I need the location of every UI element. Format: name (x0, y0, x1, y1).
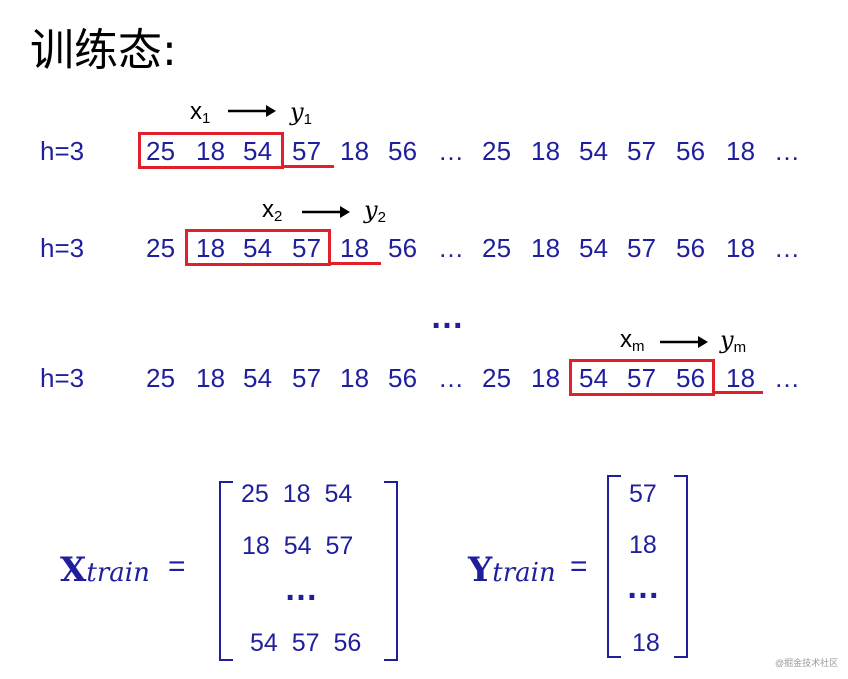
h-label-row2: h=3 (40, 233, 85, 263)
seq-token: 25 (482, 136, 512, 166)
arrow-right-icon (302, 206, 350, 218)
y-matrix-ellipsis: … (626, 568, 664, 606)
seq-token: 54 (243, 363, 273, 393)
seq-token: 18 (531, 233, 561, 263)
h-label-row1: h=3 (40, 136, 85, 166)
target-underline-1 (284, 165, 334, 168)
seq-token: 25 (482, 233, 512, 263)
seq-token: 18 (531, 363, 561, 393)
arrow-right-icon (228, 105, 276, 117)
seq-token: 57 (292, 233, 322, 263)
seq-token: … (774, 233, 801, 263)
x-train-equals: = (168, 550, 186, 583)
seq-token: 25 (146, 363, 176, 393)
y-matrix-left-bracket (607, 475, 621, 658)
ym-label: ym (720, 326, 747, 356)
y2-label: y2 (364, 196, 386, 226)
seq-token: … (438, 363, 465, 393)
seq-token: 25 (146, 136, 176, 166)
seq-token: 18 (726, 136, 756, 166)
seq-token: 18 (340, 233, 370, 263)
input-window-box-m (569, 359, 715, 396)
seq-token: … (774, 136, 801, 166)
seq-token: 18 (726, 233, 756, 263)
seq-token: 57 (627, 233, 657, 263)
input-window-box-2 (185, 229, 331, 266)
seq-token: 57 (292, 363, 322, 393)
arrow-right-icon (660, 336, 708, 348)
seq-token: 54 (579, 363, 609, 393)
target-underline-m (715, 391, 763, 394)
y-train-equals: = (570, 550, 588, 583)
target-underline-2 (331, 262, 381, 265)
seq-token: 56 (388, 136, 418, 166)
y-matrix-row: 18 (632, 629, 660, 657)
seq-token: 56 (676, 233, 706, 263)
seq-token: 18 (726, 363, 756, 393)
y1-label: y1 (290, 98, 312, 128)
seq-token: 57 (627, 363, 657, 393)
y-matrix-row: 18 (629, 531, 657, 559)
seq-token: 54 (243, 136, 273, 166)
seq-token: 56 (388, 233, 418, 263)
seq-token: 54 (579, 136, 609, 166)
x1-label: x1 (190, 98, 211, 127)
seq-token: 57 (627, 136, 657, 166)
y-train-symbol: Ytrain (468, 550, 556, 590)
x-matrix-ellipsis: … (284, 570, 322, 608)
seq-token: 54 (243, 233, 273, 263)
seq-token: 54 (579, 233, 609, 263)
x-matrix-row: 54 57 56 (250, 629, 362, 657)
page-title: 训练态: (30, 25, 177, 76)
x2-label: x2 (262, 196, 283, 225)
h-label-row3: h=3 (40, 363, 85, 393)
x-matrix-right-bracket (384, 481, 398, 661)
x-matrix-left-bracket (219, 481, 233, 661)
y-matrix-right-bracket (674, 475, 688, 658)
xm-label: xm (620, 326, 645, 355)
y-matrix-row: 57 (629, 480, 657, 508)
seq-token: 18 (340, 363, 370, 393)
x-train-symbol: Xtrain (60, 550, 150, 590)
seq-token: 18 (531, 136, 561, 166)
seq-token: 56 (676, 363, 706, 393)
seq-token: 18 (196, 136, 226, 166)
seq-token: 25 (146, 233, 176, 263)
seq-token: 18 (340, 136, 370, 166)
seq-token: 56 (388, 363, 418, 393)
seq-token: … (438, 233, 465, 263)
watermark: @掘金技术社区 (775, 658, 839, 668)
seq-token: 18 (196, 363, 226, 393)
x-matrix-row: 18 54 57 (242, 532, 354, 560)
ellipsis-middle: … (430, 298, 468, 336)
seq-token: 56 (676, 136, 706, 166)
seq-token: … (438, 136, 465, 166)
x-matrix-row: 25 18 54 (241, 480, 353, 508)
seq-token: 57 (292, 136, 322, 166)
input-window-box-1 (138, 132, 284, 169)
seq-token: … (774, 363, 801, 393)
seq-token: 18 (196, 233, 226, 263)
seq-token: 25 (482, 363, 512, 393)
